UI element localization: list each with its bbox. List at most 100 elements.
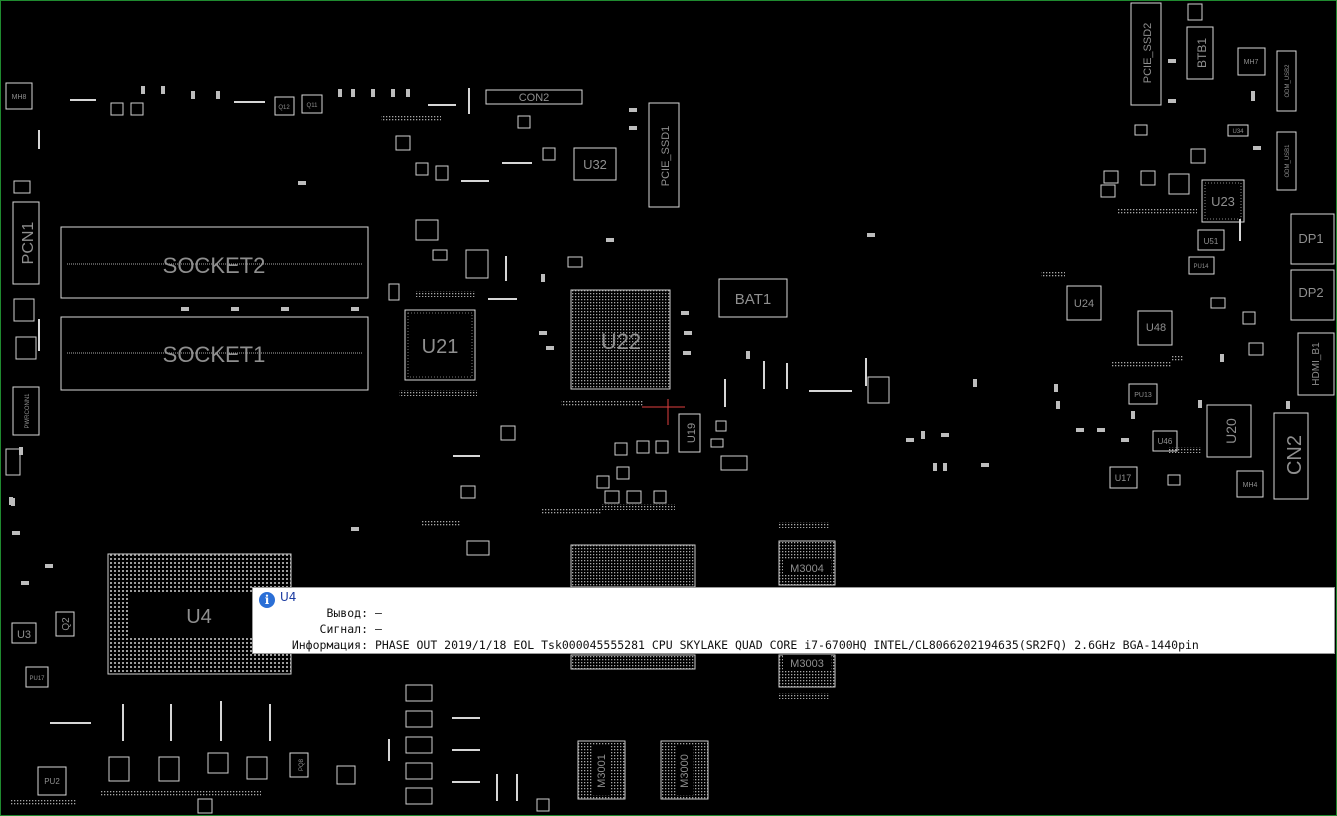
u23-label: U23 [1211, 194, 1235, 209]
u24-label: U24 [1074, 298, 1094, 310]
u34-label: U34 [1232, 129, 1244, 135]
u22-component[interactable]: U22 [570, 289, 671, 390]
m3001-component[interactable]: M3001 [577, 740, 626, 800]
pq8-component[interactable]: PQ8 [289, 752, 309, 778]
m3003-label: M3003 [790, 658, 824, 670]
cn2-component[interactable]: CN2 [1273, 412, 1309, 500]
u48-label: U48 [1146, 322, 1166, 334]
pu2-label: PU2 [44, 777, 60, 786]
pin-label: Вывод: [326, 606, 368, 620]
smd-dots [9, 59, 1290, 585]
u46-label: U46 [1158, 437, 1173, 446]
m3004-label: M3004 [790, 563, 824, 575]
odm-usb1-label: ODM_USB1 [1285, 144, 1291, 178]
tooltip-title: U4 [280, 590, 297, 604]
u19-label: U19 [686, 423, 698, 443]
m3000-component[interactable]: M3000 [660, 740, 709, 800]
u34-component[interactable]: U34 [1227, 124, 1249, 137]
pu13-component[interactable]: PU13 [1128, 383, 1158, 405]
mh4-component[interactable]: MH4 [1236, 470, 1264, 498]
pcie-ssd2-component[interactable]: PCIE_SSD2 [1130, 2, 1162, 106]
socket2-component[interactable]: SOCKET2 [60, 226, 369, 299]
u24-component[interactable]: U24 [1066, 285, 1102, 321]
odm-usb2-label: ODM_USB2 [1285, 64, 1291, 98]
q11-label: Q11 [307, 103, 319, 109]
dp1-component[interactable]: DP1 [1290, 213, 1335, 265]
pu13-label: PU13 [1134, 392, 1152, 399]
u51-label: U51 [1204, 237, 1219, 246]
u48-component[interactable]: U48 [1137, 310, 1173, 346]
info-value: PHASE OUT 2019/1/18 EOL Tsk000045555281 … [374, 638, 1199, 652]
mh8-component[interactable]: MH8 [5, 82, 33, 110]
hdmi-b1-label: HDMI_B1 [1311, 342, 1322, 386]
pcie-ssd2-label: PCIE_SSD2 [1142, 23, 1154, 84]
u51-component[interactable]: U51 [1197, 229, 1225, 251]
u21-component[interactable]: U21 [404, 309, 476, 381]
mh7-label: MH7 [1244, 59, 1259, 66]
pad-rows [11, 116, 1202, 806]
component-info-tooltip: i U4 Вывод: — Сигнал: — Информация: PHAS… [252, 587, 1335, 654]
con2-component[interactable]: CON2 [485, 89, 583, 105]
pu14-component[interactable]: PU14 [1188, 256, 1215, 275]
q12-label: Q12 [278, 105, 290, 111]
socket1-label: SOCKET1 [163, 342, 266, 367]
pq8-label: PQ8 [299, 758, 305, 771]
dp2-component[interactable]: DP2 [1290, 269, 1335, 321]
bat1-component[interactable]: BAT1 [718, 278, 788, 318]
info-label: Информация: [291, 638, 368, 652]
pu17-label: PU17 [29, 676, 45, 682]
m3003-component[interactable]: M3003 [778, 654, 836, 688]
trace-lines [38, 88, 1241, 801]
m3001-label: M3001 [596, 754, 608, 788]
odm-usb2-component[interactable]: ODM_USB2 [1276, 50, 1297, 112]
pcie-ssd1-component[interactable]: PCIE_SSD1 [648, 102, 680, 208]
m3004-component[interactable]: M3004 [778, 540, 836, 586]
pu17-component[interactable]: PU17 [25, 666, 49, 688]
signal-label: Сигнал: [319, 622, 368, 636]
u17-component[interactable]: U17 [1109, 466, 1138, 489]
u32-label: U32 [583, 157, 607, 172]
pcn1-component[interactable]: PCN1 [12, 201, 40, 285]
socket1-component[interactable]: SOCKET1 [60, 316, 369, 391]
cn2-label: CN2 [1284, 435, 1306, 475]
tooltip-row-signal: Сигнал: — [253, 622, 382, 636]
bat1-label: BAT1 [735, 291, 771, 308]
btb1-component[interactable]: BTB1 [1186, 26, 1214, 80]
u46-component[interactable]: U46 [1152, 430, 1178, 452]
u3-component[interactable]: U3 [11, 622, 37, 644]
tooltip-row-info: Информация: PHASE OUT 2019/1/18 EOL Tsk0… [253, 638, 1199, 652]
dp2-label: DP2 [1298, 285, 1323, 300]
u23-component[interactable]: U23 [1201, 179, 1245, 223]
u19-component[interactable]: U19 [678, 413, 701, 453]
u32-component[interactable]: U32 [573, 147, 617, 181]
q2-component[interactable]: Q2 [55, 611, 75, 637]
mh4-label: MH4 [1243, 482, 1258, 489]
info-icon: i [259, 592, 275, 608]
u22-label: U22 [601, 329, 641, 354]
signal-value: — [374, 622, 382, 636]
u4-label: U4 [186, 606, 212, 628]
mh7-component[interactable]: MH7 [1237, 47, 1266, 76]
q2-label: Q2 [61, 617, 72, 631]
mh8-label: MH8 [12, 94, 27, 101]
pu14-label: PU14 [1193, 264, 1209, 270]
odm-usb1-component[interactable]: ODM_USB1 [1276, 131, 1297, 191]
q12-component[interactable]: Q12 [274, 96, 295, 116]
u3-label: U3 [17, 629, 31, 641]
pwrconn1-component[interactable]: PWRCONN1 [12, 386, 40, 436]
q11-component[interactable]: Q11 [301, 94, 323, 114]
u20-label: U20 [1223, 418, 1239, 444]
pcn1-label: PCN1 [20, 222, 37, 265]
socket2-label: SOCKET2 [163, 253, 266, 278]
pcie-ssd1-label: PCIE_SSD1 [660, 126, 672, 187]
u20-component[interactable]: U20 [1206, 404, 1252, 458]
hdmi-b1-component[interactable]: HDMI_B1 [1297, 332, 1335, 396]
con2-label: CON2 [519, 92, 550, 104]
passive-components [5, 3, 1264, 814]
u17-label: U17 [1115, 473, 1132, 483]
pu2-component[interactable]: PU2 [37, 766, 67, 796]
pwrconn1-label: PWRCONN1 [25, 393, 31, 429]
u21-label: U21 [422, 336, 459, 358]
